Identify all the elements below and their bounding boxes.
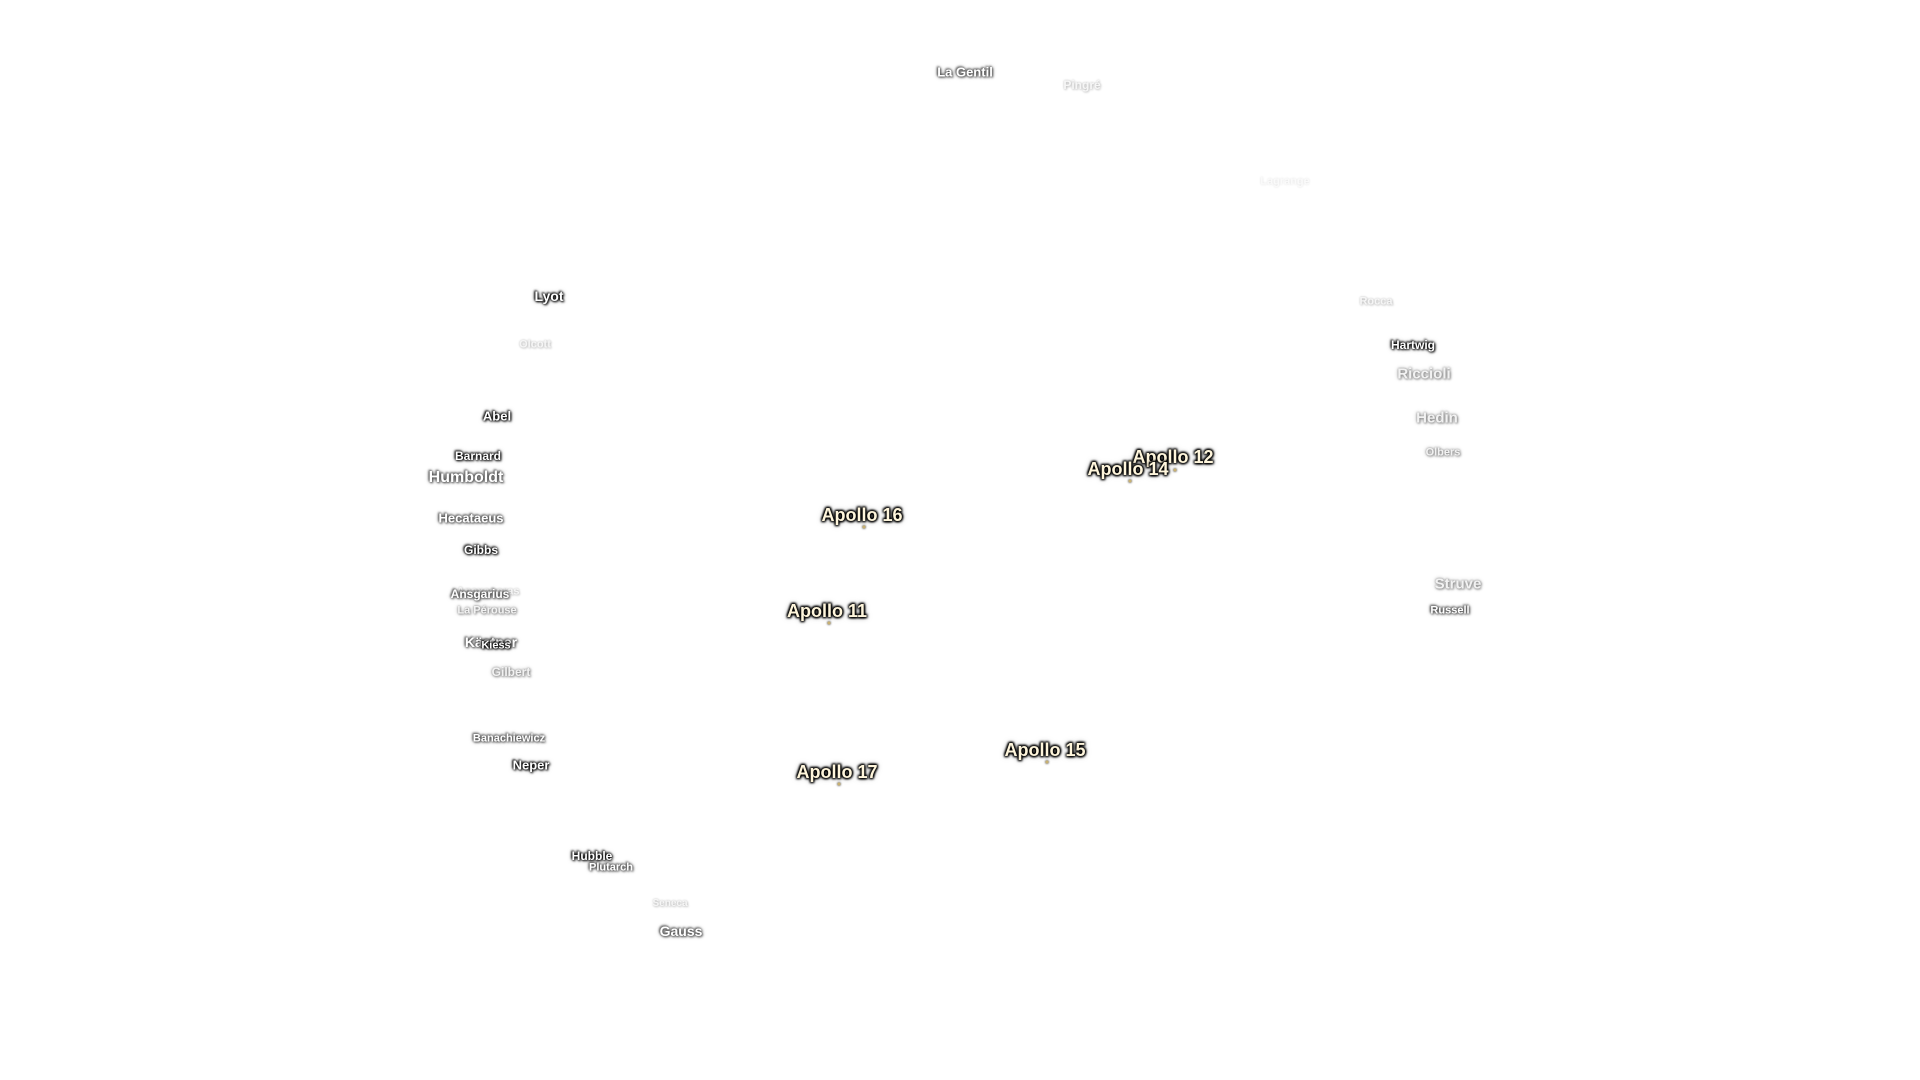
crater-label-seneca: Seneca bbox=[652, 898, 688, 909]
crater-label-rocca: Rocca bbox=[1359, 295, 1393, 308]
crater-label-hubble: Hubble bbox=[571, 849, 613, 863]
crater-label-hedin: Hedin bbox=[1416, 409, 1458, 427]
crater-label-hecataeus: Hecataeus bbox=[438, 510, 504, 526]
crater-label-anaxagoras: Anaxagoras bbox=[456, 585, 520, 598]
landing-site-marker-icon[interactable] bbox=[1045, 760, 1049, 764]
crater-label-kiess: Kiess bbox=[481, 639, 511, 652]
landing-site-marker-icon[interactable] bbox=[1128, 479, 1132, 483]
crater-label-hartwig: Hartwig bbox=[1390, 338, 1436, 352]
landing-site-marker-icon[interactable] bbox=[837, 782, 841, 786]
apollo-label-apollo-15[interactable]: Apollo 15 bbox=[1004, 740, 1086, 760]
crater-label-barnard: Barnard bbox=[454, 449, 502, 463]
apollo-label-apollo-11[interactable]: Apollo 11 bbox=[786, 601, 868, 621]
apollo-label-apollo-17[interactable]: Apollo 17 bbox=[796, 762, 878, 782]
crater-label-gilbert: Gilbert bbox=[491, 665, 531, 679]
apollo-label-apollo-16[interactable]: Apollo 16 bbox=[821, 505, 903, 525]
landing-site-marker-icon[interactable] bbox=[862, 525, 866, 529]
apollo-label-apollo-12[interactable]: Apollo 12 bbox=[1132, 447, 1214, 467]
crater-label-struve: Struve bbox=[1434, 575, 1482, 593]
crater-label-ansgarius: Ansgarius bbox=[450, 587, 510, 601]
crater-label-russell: Russell bbox=[1430, 604, 1470, 617]
crater-label-neper: Neper bbox=[512, 757, 550, 773]
crater-label-olbers: Olbers bbox=[1425, 446, 1461, 459]
crater-label-banachiewicz: Banachiewicz bbox=[472, 732, 546, 745]
crater-label-la-gentil: La Gentil bbox=[937, 64, 993, 80]
crater-label-kastner: Kästner bbox=[464, 634, 518, 650]
crater-label-la-perouse: La Pérouse bbox=[457, 604, 517, 617]
crater-label-lyot: Lyot bbox=[534, 288, 564, 304]
crater-label-lagrange: Lagrange bbox=[1260, 175, 1310, 188]
crater-label-plutarch: Plutarch bbox=[588, 861, 634, 874]
crater-label-gibbs: Gibbs bbox=[463, 543, 499, 557]
crater-label-humboldt: Humboldt bbox=[428, 469, 504, 486]
crater-label-abel: Abel bbox=[482, 408, 512, 424]
crater-label-riccioli: Riccioli bbox=[1397, 365, 1451, 383]
landing-site-marker-icon[interactable] bbox=[1173, 468, 1177, 472]
crater-label-gauss: Gauss bbox=[659, 923, 703, 939]
crater-label-pingre: Pingré bbox=[1063, 78, 1101, 92]
crater-label-olcott: Olcott bbox=[519, 338, 551, 351]
landing-site-marker-icon[interactable] bbox=[827, 621, 831, 625]
apollo-label-apollo-14[interactable]: Apollo 14 bbox=[1087, 459, 1169, 479]
